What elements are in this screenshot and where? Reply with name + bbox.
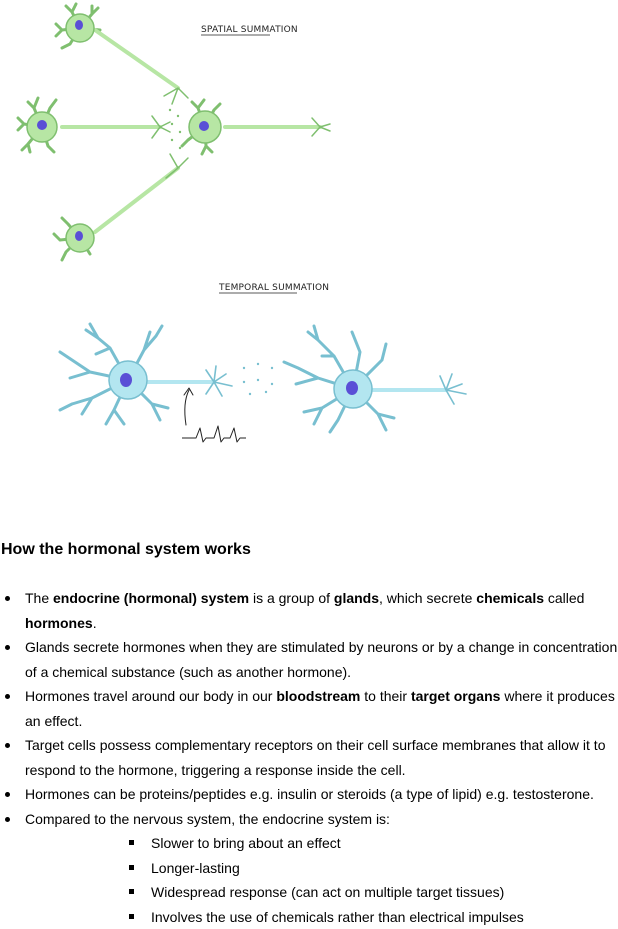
bullet-text: Hormones travel around our body in our b… bbox=[25, 688, 615, 729]
bullet-text: Hormones can be proteins/peptides e.g. i… bbox=[25, 786, 594, 802]
sub-item-text: Longer-lasting bbox=[151, 860, 240, 876]
text-run: . bbox=[93, 615, 97, 631]
spatial-summation-title: SPATIAL SUMMATION bbox=[201, 25, 298, 35]
bullet-item: The endocrine (hormonal) system is a gro… bbox=[0, 586, 618, 635]
temporal-summation-title: TEMPORAL SUMMATION bbox=[218, 283, 329, 293]
bullet-text: Compared to the nervous system, the endo… bbox=[25, 811, 390, 827]
bullet-dot bbox=[5, 694, 10, 699]
bold-term: target organs bbox=[411, 688, 500, 704]
text-run: Hormones can be proteins/peptides e.g. i… bbox=[25, 786, 594, 802]
bullet-dot bbox=[5, 817, 10, 822]
bullet-dot bbox=[5, 596, 10, 601]
bullet-text: Target cells possess complementary recep… bbox=[25, 737, 605, 778]
bold-term: bloodstream bbox=[276, 688, 360, 704]
sub-item-text: Involves the use of chemicals rather tha… bbox=[151, 909, 524, 925]
bullet-item: Glands secrete hormones when they are st… bbox=[0, 635, 618, 684]
bold-term: hormones bbox=[25, 615, 93, 631]
summation-figure: SPATIAL SUMMATION bbox=[0, 0, 618, 520]
bullet-item: Compared to the nervous system, the endo… bbox=[0, 807, 618, 832]
square-bullet bbox=[129, 889, 134, 894]
bold-term: chemicals bbox=[476, 590, 544, 606]
bullet-dot bbox=[5, 743, 10, 748]
bold-term: endocrine (hormonal) system bbox=[53, 590, 249, 606]
text-run: is a group of bbox=[249, 590, 334, 606]
bullet-item: Target cells possess complementary recep… bbox=[0, 733, 618, 782]
text-run: , which secrete bbox=[379, 590, 476, 606]
square-bullet bbox=[129, 865, 134, 870]
impulse-trace bbox=[182, 426, 246, 442]
sub-item-text: Widespread response (can act on multiple… bbox=[151, 884, 504, 900]
sub-list-item: Longer-lasting bbox=[0, 856, 618, 881]
bullet-dot bbox=[5, 645, 10, 650]
neuron-diagram: SPATIAL SUMMATION bbox=[0, 0, 618, 520]
synapse-dots bbox=[169, 109, 181, 149]
sub-list-item: Slower to bring about an effect bbox=[0, 831, 618, 856]
bullet-text: The endocrine (hormonal) system is a gro… bbox=[25, 590, 584, 631]
square-bullet bbox=[129, 914, 134, 919]
bullet-item: Hormones can be proteins/peptides e.g. i… bbox=[0, 782, 618, 807]
bold-term: glands bbox=[334, 590, 379, 606]
stimulus-arrow bbox=[184, 388, 193, 425]
sub-list-item: Widespread response (can act on multiple… bbox=[0, 880, 618, 905]
bullet-text: Glands secrete hormones when they are st… bbox=[25, 639, 617, 680]
section-heading: How the hormonal system works bbox=[1, 539, 251, 561]
temporal-synapse-dots bbox=[243, 363, 273, 395]
text-run: The bbox=[25, 590, 53, 606]
text-run: Hormones travel around our body in our bbox=[25, 688, 276, 704]
text-run: Glands secrete hormones when they are st… bbox=[25, 639, 617, 680]
text-run: to their bbox=[360, 688, 411, 704]
sub-item-text: Slower to bring about an effect bbox=[151, 835, 341, 851]
bullet-list: The endocrine (hormonal) system is a gro… bbox=[0, 586, 618, 929]
text-run: called bbox=[544, 590, 584, 606]
bullet-item: Hormones travel around our body in our b… bbox=[0, 684, 618, 733]
bullet-dot bbox=[5, 792, 10, 797]
spatial-axon-terminals bbox=[152, 88, 330, 178]
text-run: Target cells possess complementary recep… bbox=[25, 737, 605, 778]
square-bullet bbox=[129, 840, 134, 845]
text-run: Compared to the nervous system, the endo… bbox=[25, 811, 390, 827]
sub-list-item: Involves the use of chemicals rather tha… bbox=[0, 905, 618, 929]
